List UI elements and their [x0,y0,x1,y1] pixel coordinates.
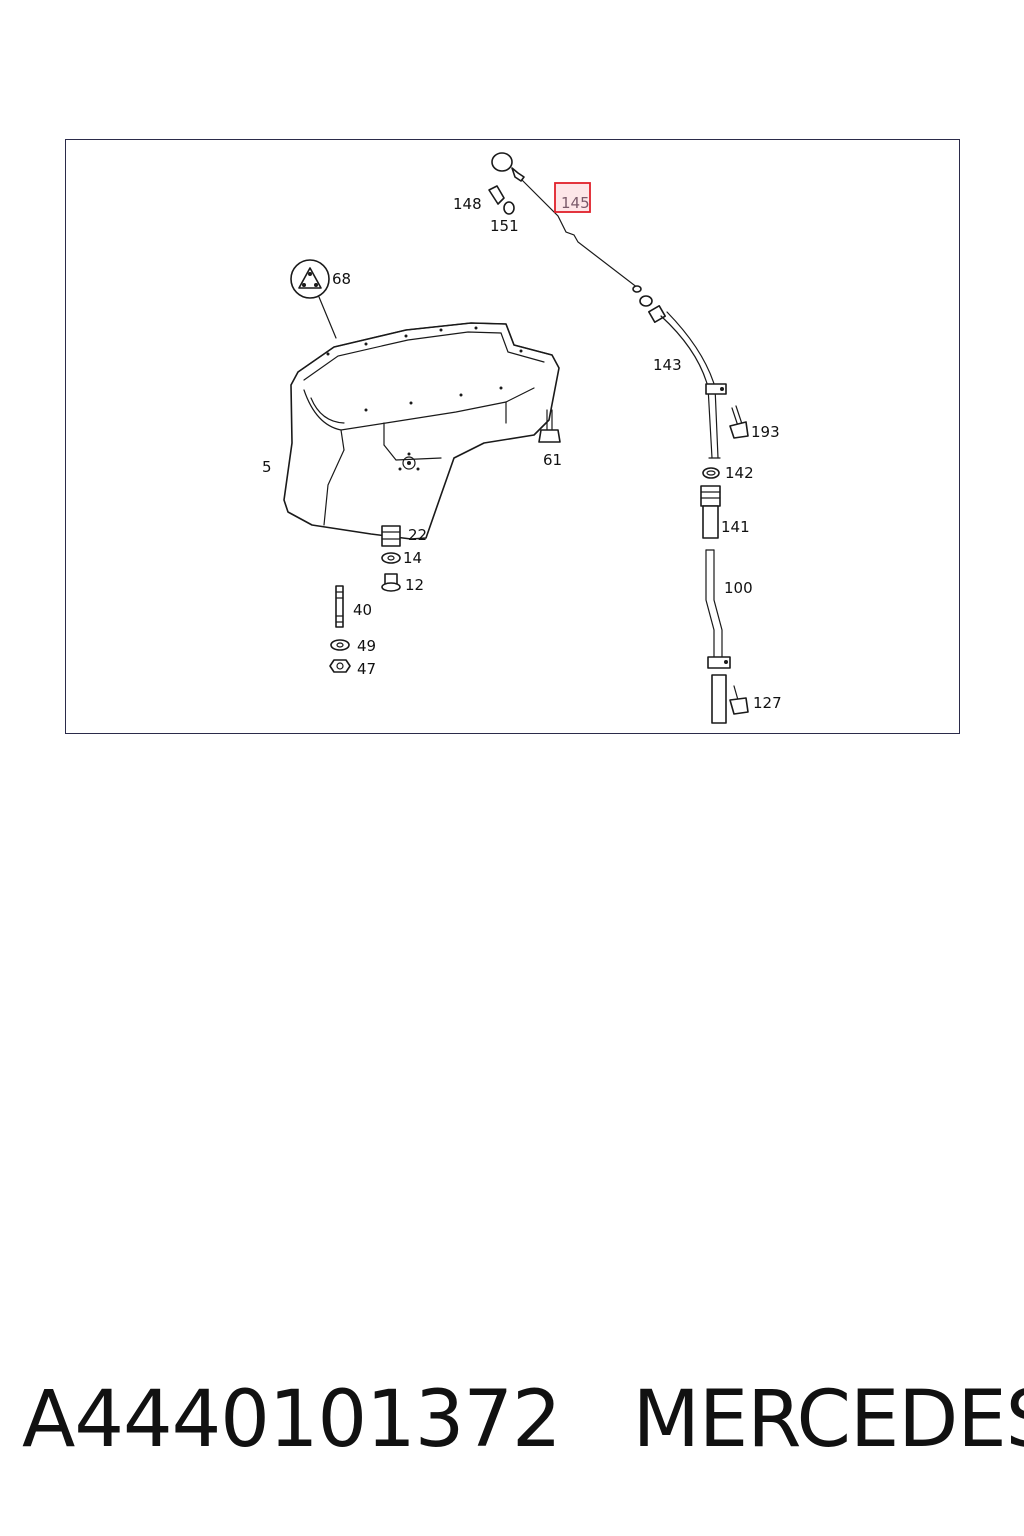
callout-40: 40 [353,601,372,619]
plug-148 [488,185,505,205]
bolt-193 [729,405,749,439]
callout-145[interactable]: 145 [561,194,590,212]
washer-14 [381,552,401,564]
parts-diagram-frame: 148 151 145 68 143 193 5 61 142 141 22 1… [65,139,960,734]
seal-142 [702,467,720,479]
cover-plate-68 [290,259,337,339]
callout-127: 127 [753,694,782,712]
stack-22 [381,525,401,547]
guide-tube-143 [639,295,727,459]
callout-14: 14 [403,549,422,567]
oil-pan-part [283,322,560,540]
washer-49 [330,639,350,651]
part-number: A4440101372 [22,1375,562,1465]
callout-143: 143 [653,356,682,374]
part-caption: A4440101372 MERCEDES [22,1365,1024,1475]
callout-highlight-box [554,182,591,213]
exploded-parts-diagram: 148 151 145 68 143 193 5 61 142 141 22 1… [262,152,782,724]
callout-5: 5 [262,458,272,476]
tube-100 [705,549,731,724]
callout-49: 49 [357,637,376,655]
callout-68: 68 [332,270,351,288]
ring-151 [503,201,515,215]
bolt-127 [729,685,749,715]
dipstick-145 [491,152,642,293]
bolt-61 [538,409,561,443]
callout-47: 47 [357,660,376,678]
callout-148: 148 [453,195,482,213]
callout-61: 61 [543,451,562,469]
brand-name: MERCEDES [632,1375,1024,1465]
connector-141 [700,485,721,539]
callout-142: 142 [725,464,754,482]
callout-12: 12 [405,576,424,594]
callout-151: 151 [490,217,519,235]
callout-22: 22 [408,526,427,544]
callout-193: 193 [751,423,780,441]
plug-12 [381,573,401,592]
callout-141: 141 [721,518,750,536]
nut-47 [329,659,351,673]
callout-100: 100 [724,579,753,597]
stud-40 [335,585,344,628]
